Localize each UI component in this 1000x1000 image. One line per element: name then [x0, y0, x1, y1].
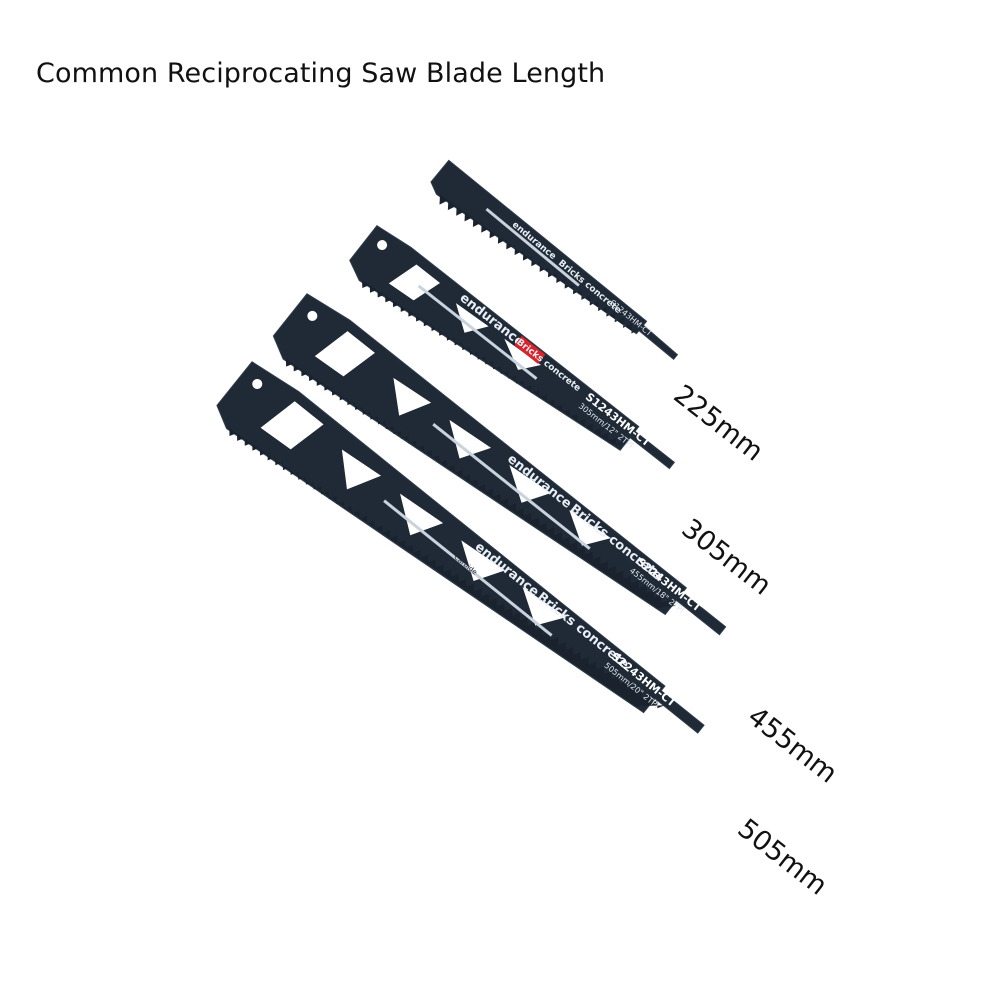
blade-window — [314, 331, 375, 377]
mount-hole — [377, 240, 388, 251]
blade-window — [393, 377, 432, 416]
blade-teeth — [439, 194, 641, 334]
blade-teeth — [362, 280, 624, 446]
blade-teeth — [285, 358, 677, 609]
blade-body — [430, 159, 679, 361]
blade-window — [504, 338, 541, 370]
length-label-305mm: 305mm — [676, 513, 777, 602]
blade-window — [449, 419, 492, 459]
blade-225mm: endurance Bricks concrete S1243HM-CT — [430, 159, 679, 361]
blade-body — [272, 293, 727, 636]
length-label-225mm: 225mm — [668, 379, 769, 468]
mount-hole — [252, 378, 263, 389]
length-label-505mm: 505mm — [732, 813, 833, 902]
blade-window — [400, 493, 444, 536]
carbide-strip — [383, 499, 553, 637]
blade-window — [569, 510, 611, 546]
blade-window — [260, 401, 324, 450]
mount-hole — [307, 310, 318, 321]
blade-body — [216, 361, 705, 734]
carbide-strip — [432, 423, 591, 550]
length-label-455mm: 455mm — [742, 701, 843, 790]
page-title: Common Reciprocating Saw Blade Length — [36, 58, 606, 89]
blade-window — [455, 303, 489, 333]
blade-455mm: endurance Bricks concrete S2243HM-CT 455… — [272, 293, 727, 636]
red-badge — [514, 335, 546, 364]
blade-window — [522, 587, 567, 626]
carbide-strip — [417, 284, 538, 380]
blade-window — [341, 449, 382, 490]
blade-teeth — [229, 428, 665, 709]
carbide-strip — [485, 207, 580, 287]
